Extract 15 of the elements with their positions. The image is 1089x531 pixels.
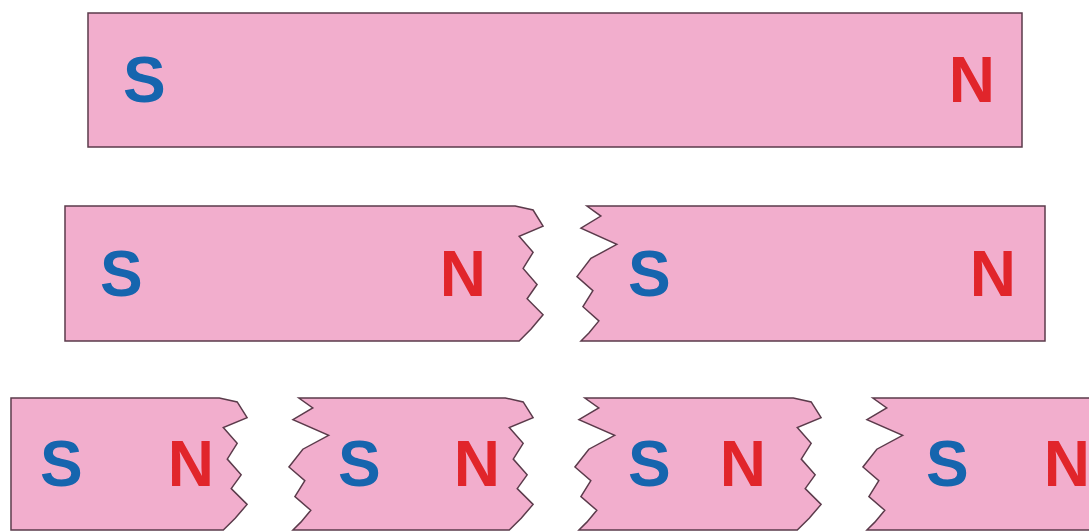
- pole-label: N: [167, 432, 214, 496]
- pole-label: N: [719, 432, 766, 496]
- pole-label: S: [40, 432, 83, 496]
- pole-label: S: [628, 241, 671, 306]
- pole-label: S: [926, 432, 969, 496]
- pole-label: N: [439, 241, 486, 306]
- pole-label: N: [969, 241, 1016, 306]
- pole-label: N: [1043, 432, 1089, 496]
- pole-label: S: [100, 241, 143, 306]
- pole-label: N: [453, 432, 500, 496]
- pole-label: S: [123, 48, 166, 112]
- pole-label: S: [628, 432, 671, 496]
- pole-label: S: [338, 432, 381, 496]
- pole-label: N: [948, 48, 995, 112]
- magnet-bar: [87, 12, 1023, 148]
